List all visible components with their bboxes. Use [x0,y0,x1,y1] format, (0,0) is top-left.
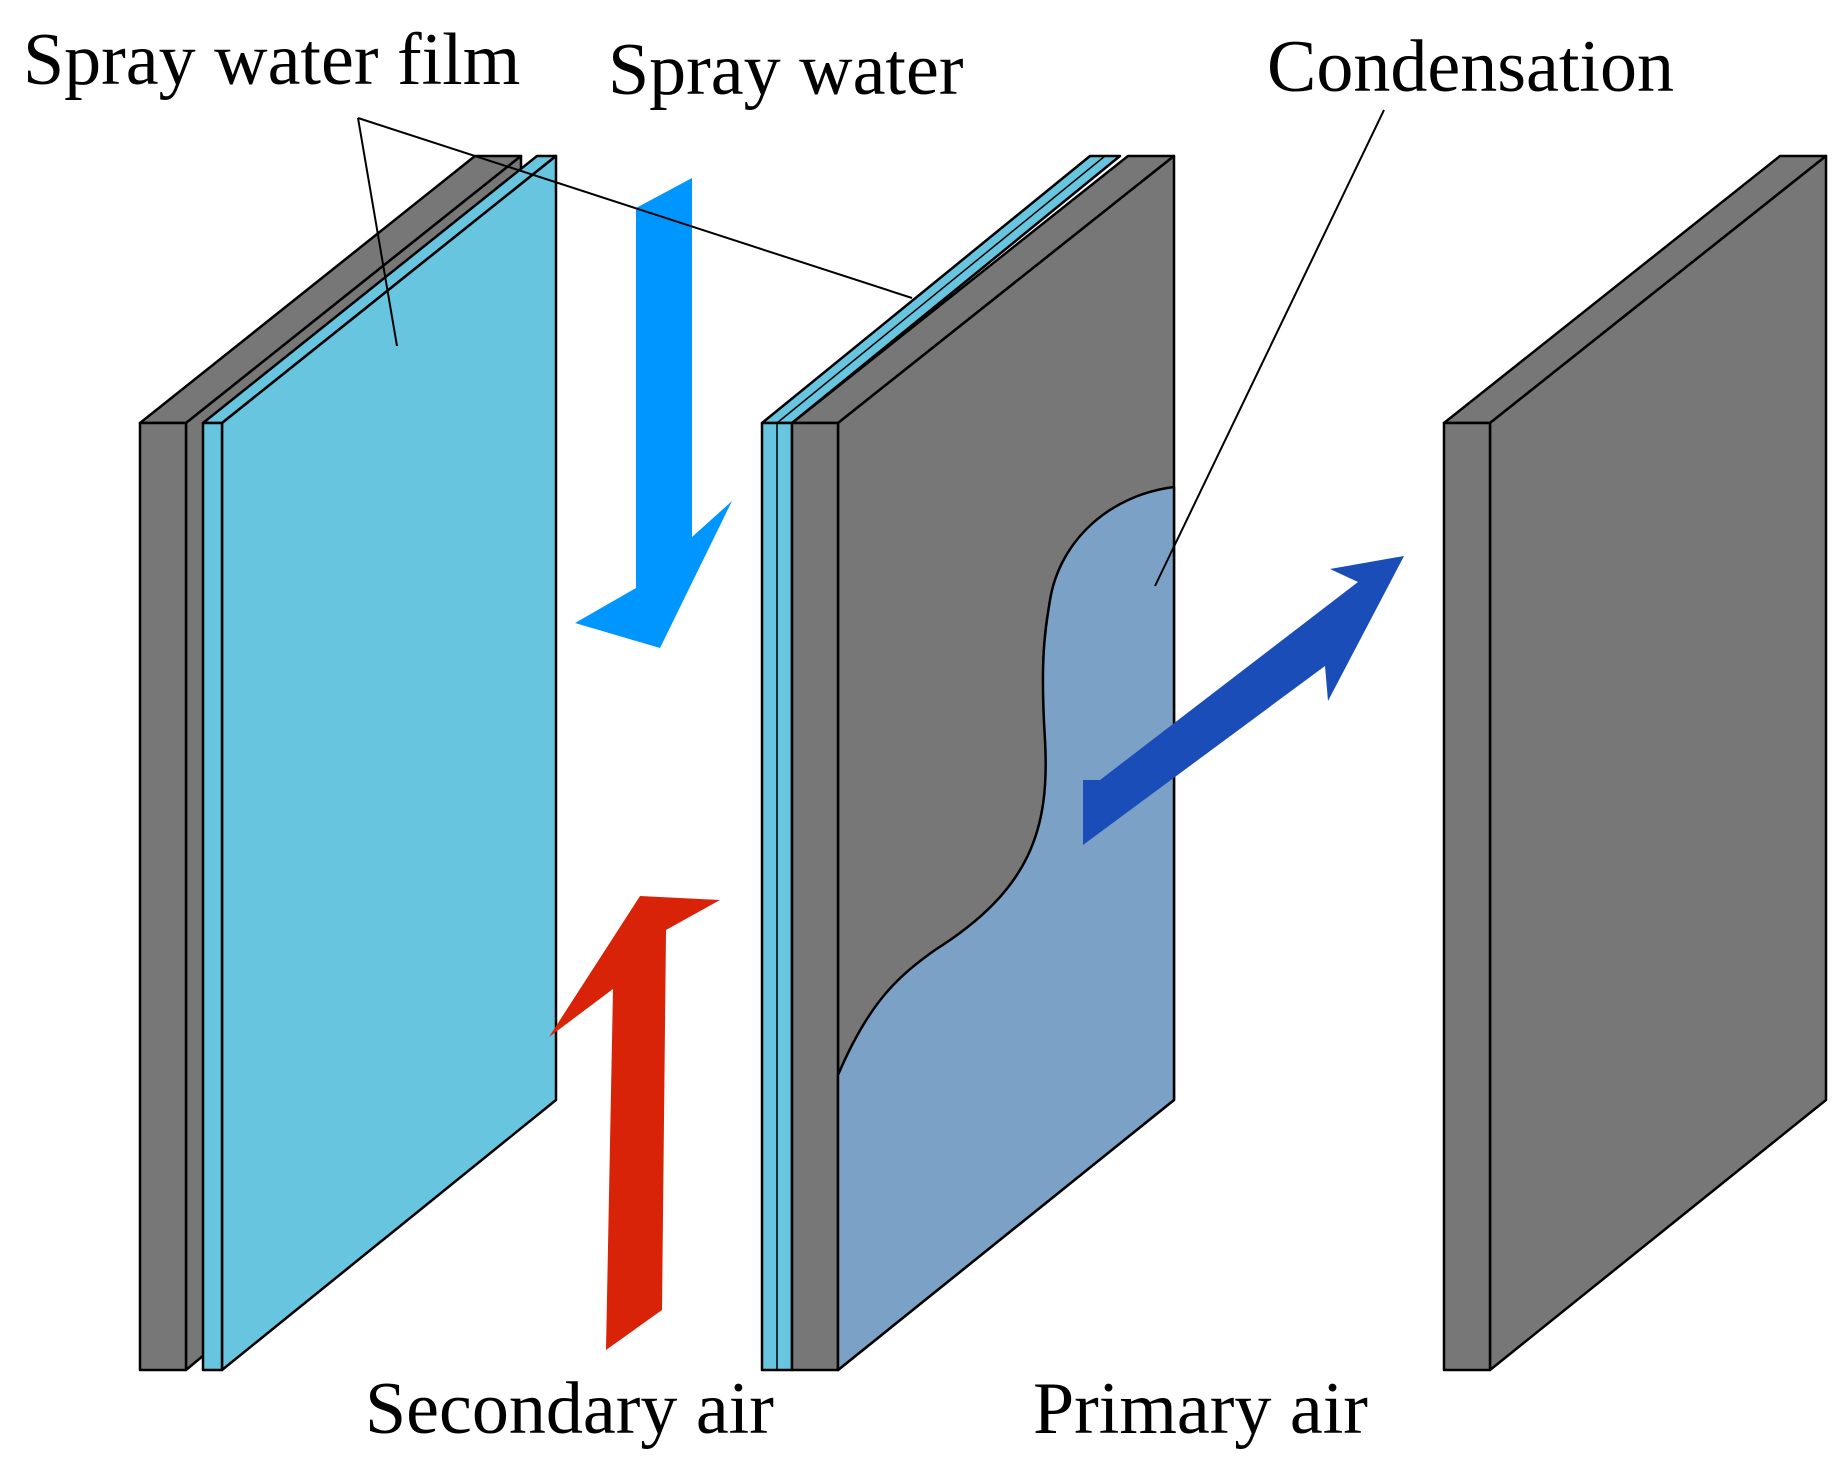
primary-air-label: Primary air [1033,1368,1368,1450]
right-plate-side [1488,154,1828,1372]
spray-water-label: Spray water [608,29,963,111]
middle-plate-assembly [760,154,1176,1372]
left-plate-front-face [138,421,188,1372]
condensation-region [836,485,1176,1372]
right-plate-front-face [1442,421,1492,1372]
left-plate-assembly [138,154,558,1372]
secondary-air-label: Secondary air [365,1368,774,1450]
spray-water-arrow [575,178,732,648]
leader-lines [357,109,1385,587]
condensation-leader [1154,109,1385,587]
condensation-label: Condensation [1267,26,1674,108]
spray-water-film-label: Spray water film [23,19,520,101]
film-leader-left [357,117,398,347]
primary-air-arrow [1083,556,1404,845]
film-leader-right [357,117,913,299]
right-plate [1442,154,1828,1372]
left-film-front-face [201,421,224,1372]
secondary-air-arrow [549,896,720,1350]
middle-plate-front-face [790,421,840,1372]
